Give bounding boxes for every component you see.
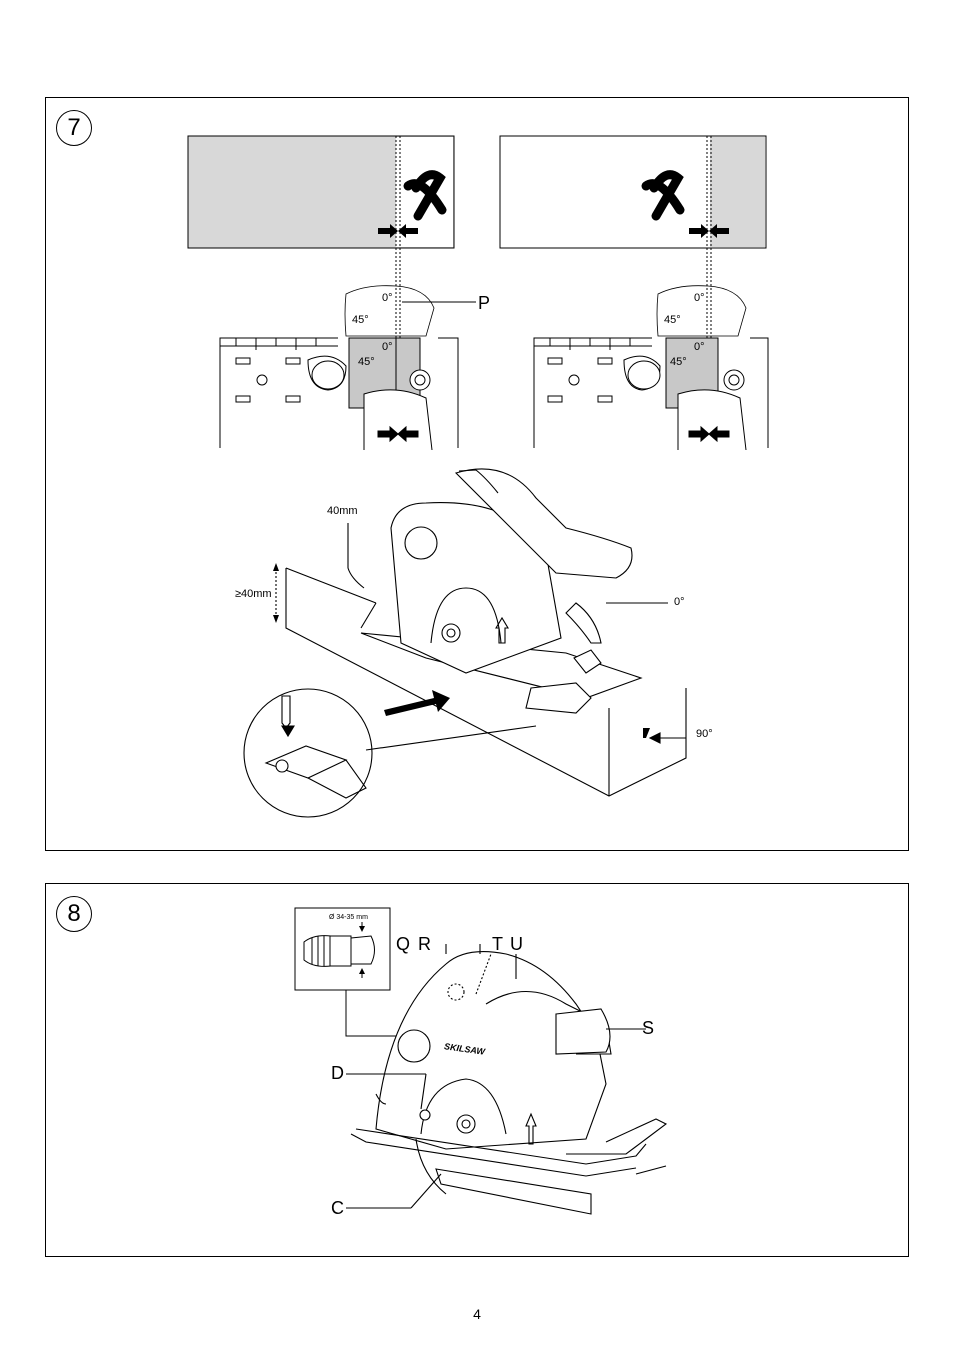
label-p: P xyxy=(478,293,491,313)
hose-diameter-spec: Ø 34-35 mm xyxy=(329,914,368,921)
figure-7-panel: 7 xyxy=(45,97,909,851)
label-depth-min-40mm: ≥40mm xyxy=(235,588,272,600)
scale-label-0-upper: 0° xyxy=(382,292,393,304)
scale-label-0-upper-right: 0° xyxy=(694,292,705,304)
saw-side-view xyxy=(346,944,668,1215)
label-t: T xyxy=(492,934,503,954)
label-u: U xyxy=(510,934,523,954)
baseplate-detail-right xyxy=(533,285,769,451)
label-angle-90: 90° xyxy=(696,728,713,740)
scale-label-45-lower-right: 45° xyxy=(670,356,687,368)
hose-inset xyxy=(294,907,410,1041)
label-s: S xyxy=(642,1018,655,1038)
label-c: C xyxy=(331,1198,344,1218)
saw-on-workpiece xyxy=(243,468,687,818)
figure-7-illustration xyxy=(187,135,769,818)
figure-number-8: 8 xyxy=(56,896,92,932)
scale-label-0-lower: 0° xyxy=(382,341,393,353)
scale-label-0-lower-right: 0° xyxy=(694,341,705,353)
scale-label-45-upper: 45° xyxy=(352,314,369,326)
label-r: R xyxy=(418,934,431,954)
label-d: D xyxy=(331,1063,344,1083)
label-q: Q xyxy=(396,934,411,954)
figure-number-7: 7 xyxy=(56,110,92,146)
scale-label-45-upper-right: 45° xyxy=(664,314,681,326)
scale-label-45-lower: 45° xyxy=(358,356,375,368)
baseplate-detail-left xyxy=(219,285,476,451)
figure-8-panel: 8 xyxy=(45,883,909,1257)
label-depth-40mm: 40mm xyxy=(327,505,358,517)
figure-8-illustration xyxy=(294,907,668,1215)
label-bevel-0: 0° xyxy=(674,596,685,608)
page-number: 4 xyxy=(473,1306,481,1322)
